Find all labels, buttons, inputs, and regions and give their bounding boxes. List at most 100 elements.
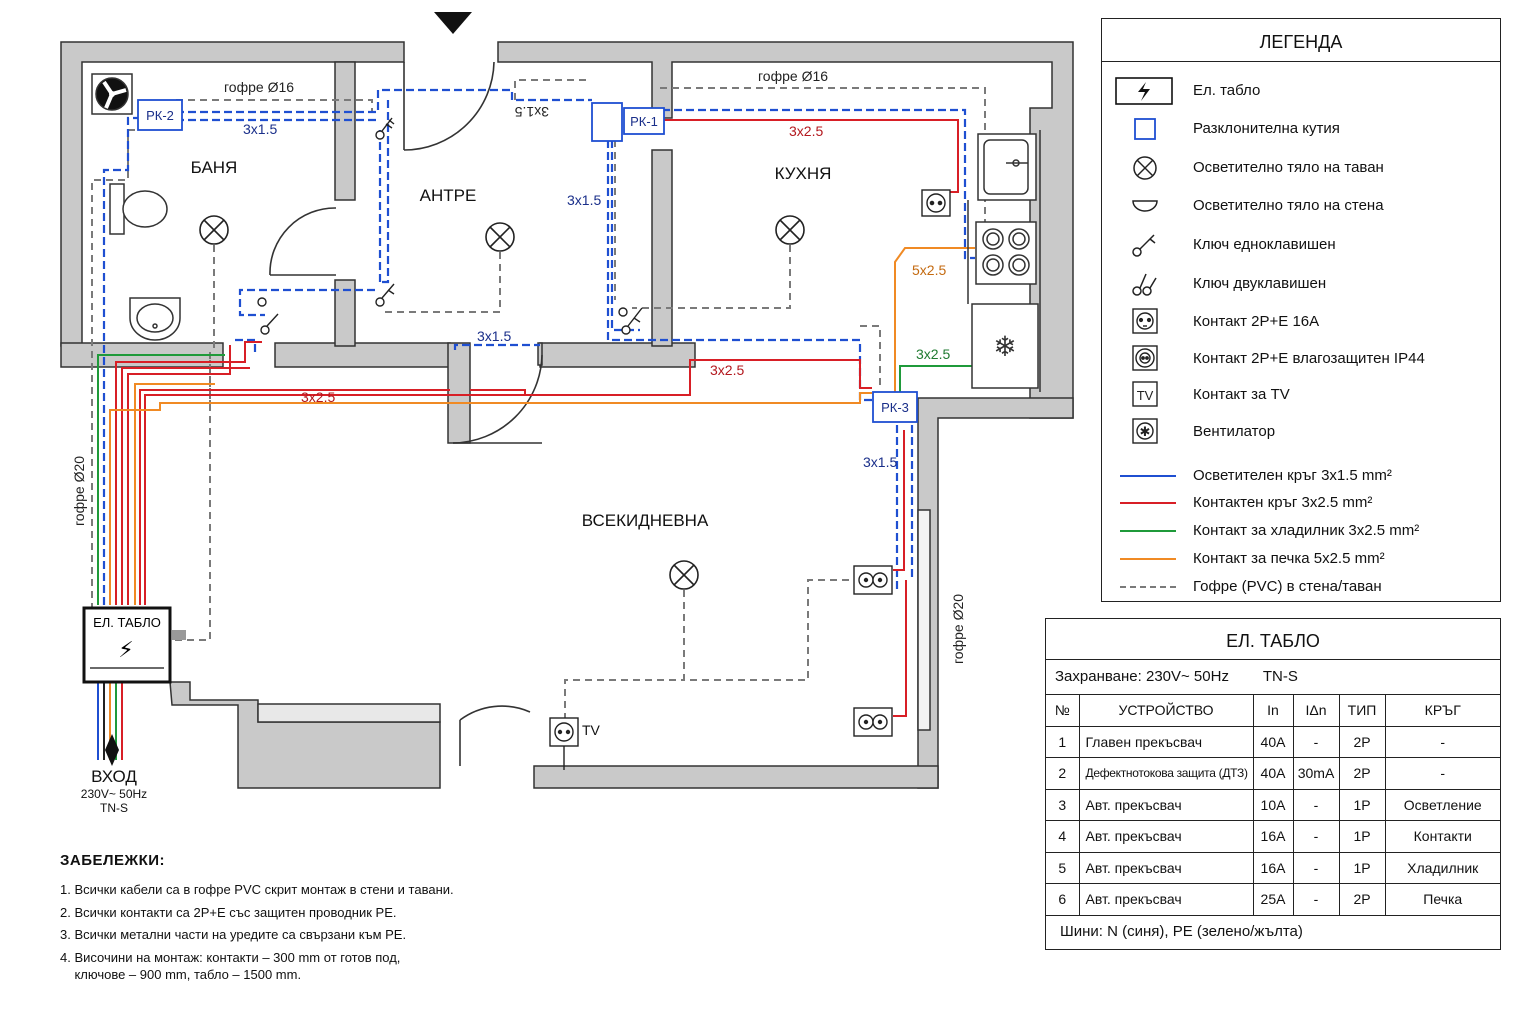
room-kitchen: КУХНЯ — [775, 164, 832, 183]
lighting-line-swatch — [1120, 475, 1176, 477]
entry-voltage: 230V~ 50Hz — [80, 787, 148, 801]
junction-boxes: РК-2 РК-1 РК-3 — [137, 99, 918, 423]
entry-system: TN-S — [100, 801, 128, 815]
socket-icon — [1132, 308, 1158, 334]
walls — [60, 41, 1074, 789]
note-item: 2. Всички контакти са 2P+E със защитен п… — [60, 904, 397, 920]
column-header: УСТРОЙСТВО — [1078, 695, 1254, 727]
legend-item: Контакт 2P+E влагозащитен IP44 — [1102, 344, 1500, 374]
kitchen-sink-icon — [977, 133, 1037, 201]
cable-label: 3x2.5 — [301, 389, 335, 405]
double-switch-icon — [621, 307, 643, 335]
bolt-icon: ⚡ — [118, 638, 133, 663]
column-header: ТИП — [1338, 695, 1386, 727]
junction-box-rk1-icon — [623, 107, 665, 135]
cable-label: 3x2.5 — [916, 346, 950, 362]
legend-item: Ел. табло — [1102, 76, 1500, 106]
svg-text:✱: ✱ — [1140, 425, 1151, 440]
ceiling-light-bath-icon — [199, 215, 229, 245]
socket-circuit — [115, 119, 959, 717]
rk2-label: РК-2 — [146, 108, 174, 123]
conduit-label: гофре Ø16 — [758, 68, 828, 84]
fixtures: ❄ — [91, 73, 1041, 392]
cable-label: 3x1.5 — [243, 121, 277, 137]
note-item: 4. Височини на монтаж: контакти – 300 mm… — [60, 949, 401, 965]
socket-kitchen-icon — [921, 189, 951, 217]
system-value: TN-S — [1262, 668, 1298, 685]
entry-label: ВХОД 230V~ 50Hz TN-S — [70, 767, 158, 815]
entrance-arrow-icon — [434, 12, 472, 34]
fan-icon — [91, 73, 133, 115]
stove-line-swatch — [1120, 558, 1176, 560]
doors — [269, 61, 543, 766]
entry-feed-lines — [97, 680, 123, 760]
legend-item: Разклонителна кутия — [1102, 114, 1500, 144]
tv-socket-icon: TV — [1132, 381, 1158, 407]
conduit-label: гофре Ø20 — [71, 456, 87, 526]
legend-line-item: Осветителен кръг 3x1.5 mm² — [1102, 461, 1500, 491]
table-header-row: № УСТРОЙСТВО In IΔn ТИП КРЪГ — [1046, 695, 1500, 727]
junction-box-icon — [1134, 118, 1156, 140]
ceiling-light-living-icon — [669, 560, 699, 590]
double-switch-icon — [1132, 273, 1157, 296]
cable-label: 3x2.5 — [789, 123, 823, 139]
panel-schedule: ЕЛ. ТАБЛО Захранване: 230V~ 50Hz TN-S № … — [1045, 618, 1501, 950]
legend-line-item: Контактен кръг 3x2.5 mm² — [1102, 488, 1500, 518]
room-living: ВСЕКИДНЕВНА — [582, 511, 709, 530]
note-item: 3. Всички метални части на уредите са св… — [60, 927, 407, 942]
column-header: КРЪГ — [1384, 695, 1500, 727]
cable-label-mirrored: 3x1.5 — [515, 104, 549, 120]
column-header: In — [1252, 695, 1294, 727]
legend-item: Осветително тяло на стена — [1102, 191, 1500, 221]
legend-item: Контакт 2P+E 16A — [1102, 307, 1500, 337]
socket-ip44-icon — [1132, 345, 1158, 371]
room-hall: АНТРЕ — [420, 186, 477, 205]
tv-label: TV — [582, 722, 601, 738]
entry-marker-icon — [105, 734, 119, 766]
cable-label: 5x2.5 — [912, 262, 946, 278]
fridge-circuit — [97, 354, 972, 605]
fan-icon: ✱ — [1132, 418, 1158, 444]
supply-value: Захранване: 230V~ 50Hz — [1055, 668, 1229, 685]
rk1-label: РК-1 — [630, 114, 658, 129]
socket-line-swatch — [1120, 502, 1176, 504]
single-switch-icon — [1132, 234, 1156, 257]
double-switch-icon — [375, 283, 395, 307]
fridge-icon: ❄ — [971, 303, 1039, 389]
rk3-label: РК-3 — [881, 400, 909, 415]
conduit-label: гофре Ø20 — [950, 594, 966, 664]
notes: ЗАБЕЛЕЖКИ: 1. Всички кабели са в гофре P… — [60, 852, 580, 989]
electrical-panel: ЕЛ. ТАБЛО ⚡ — [82, 606, 186, 684]
legend-item: Осветително тяло на таван — [1102, 153, 1500, 183]
cable-label: 3x1.5 — [477, 328, 511, 344]
junction-box-rk3-icon — [872, 391, 918, 423]
legend: ЛЕГЕНДА Ел. табло Разклонителна кутия Ос… — [1101, 18, 1501, 602]
double-switch-icon — [375, 117, 395, 140]
double-socket-icon — [853, 565, 893, 595]
legend-item: ✱ Вентилатор — [1102, 417, 1500, 447]
junction-box-rk2-icon — [137, 99, 183, 131]
note-item: 1. Всички кабели са в гофре PVC скрит мо… — [60, 882, 454, 897]
legend-item: Ключ двуклавишен — [1102, 269, 1500, 299]
panel-label: ЕЛ. ТАБЛО — [93, 615, 161, 630]
panel-supply: Захранване: 230V~ 50Hz TN-S — [1046, 660, 1500, 695]
conduit-label: гофре Ø16 — [224, 79, 294, 95]
entry-title: ВХОД — [91, 767, 137, 786]
single-switch-icon — [257, 297, 267, 307]
cooktop-icon — [975, 221, 1037, 285]
junction-box-icon — [591, 102, 623, 142]
column-header: № — [1046, 695, 1080, 727]
svg-text:❄: ❄ — [993, 330, 1016, 363]
legend-line-item: Контакт за печка 5x2.5 mm² — [1102, 544, 1500, 574]
conduits — [91, 79, 986, 720]
conduit-line-swatch — [1120, 586, 1176, 588]
column-header: IΔn — [1292, 695, 1340, 727]
bus-note: Шини: N (синя), PE (зелено/жълта) — [1060, 922, 1303, 940]
stove-circuit — [109, 247, 975, 605]
